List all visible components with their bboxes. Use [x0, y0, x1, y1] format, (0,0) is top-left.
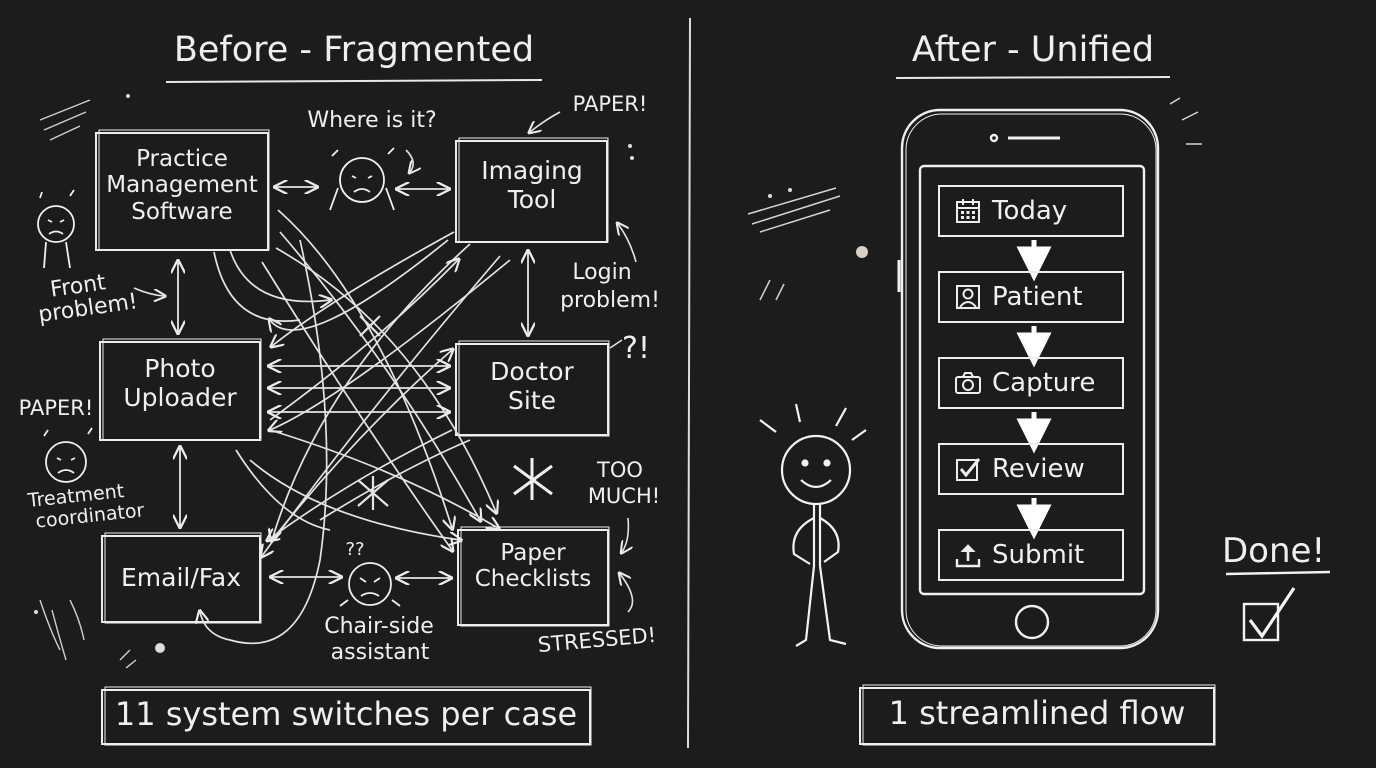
system-email-fax: Email/Fax [121, 563, 241, 592]
motion-lines-after [747, 97, 1202, 301]
tangled-arrows [200, 209, 511, 645]
chalk-dots [34, 94, 868, 653]
step-review-label: Review [992, 454, 1085, 484]
divider-line [687, 17, 691, 749]
note-where-is-it: Where is it? [307, 108, 437, 133]
patient-id-icon [956, 285, 980, 309]
system-photo-uploader: Photo Uploader [123, 354, 237, 412]
upload-icon [955, 544, 981, 568]
step-capture: Capture [938, 357, 1124, 409]
before-title-underline [165, 79, 543, 83]
hatch-marks-left [39, 99, 137, 669]
step-submit-label: Submit [992, 540, 1085, 570]
after-title: After - Unified [911, 30, 1155, 70]
box-email-fax [101, 532, 262, 624]
system-imaging-tool: Imaging Tool [481, 156, 583, 214]
after-summary: 1 streamlined flow [888, 694, 1186, 732]
note-paper-top: PAPER! [572, 92, 648, 116]
box-photo-uploader [99, 338, 262, 441]
done-label: Done! [1222, 531, 1326, 571]
system-practice-management: Practice Management Software [106, 146, 258, 225]
before-summary: 11 system switches per case [114, 695, 578, 733]
checkbox-icon [956, 458, 981, 481]
stressed-face-front [37, 189, 75, 269]
box-doctor-site [455, 340, 610, 437]
stressed-face-assistant [339, 562, 401, 607]
step-today-label: Today [992, 196, 1068, 226]
stressed-face-coordinator [43, 427, 93, 483]
note-login-problem-line1: Login [572, 260, 632, 285]
step-review: Review [938, 443, 1124, 495]
system-doctor-site: Doctor Site [490, 357, 574, 415]
step-submit: Submit [938, 529, 1124, 581]
note-confused-marks: ?! [622, 331, 650, 366]
box-imaging-tool [455, 137, 609, 243]
note-paper-left: PAPER! [18, 396, 94, 420]
step-patient-label: Patient [992, 282, 1083, 312]
system-paper-checklists: Paper Checklists [474, 540, 592, 593]
box-practice-management [95, 129, 270, 251]
step-patient: Patient [938, 271, 1124, 323]
note-chair-side-line1: Chair-side [324, 614, 434, 639]
calendar-icon [956, 199, 980, 223]
asterisk-mark [513, 458, 553, 500]
note-chair-side-line2: assistant [330, 640, 430, 665]
step-today: Today [938, 185, 1124, 237]
camera-icon [955, 372, 981, 394]
note-too-much-line1: TOO [597, 458, 643, 482]
phone-outline [897, 108, 1160, 650]
note-login-problem-line2: problem! [560, 288, 660, 313]
note-too-much-line2: MUCH! [587, 484, 661, 508]
stressed-face-center [329, 147, 395, 211]
summary-boxes [101, 684, 1216, 746]
after-title-underline [895, 76, 1171, 79]
before-title: Before - Fragmented [173, 30, 535, 70]
box-paper-checklists [457, 526, 610, 627]
happy-stick-figure [759, 403, 867, 647]
note-question-marks: ?? [345, 539, 365, 560]
step-capture-label: Capture [992, 368, 1096, 398]
done-checkbox [1225, 570, 1331, 642]
note-pointers [133, 111, 637, 613]
